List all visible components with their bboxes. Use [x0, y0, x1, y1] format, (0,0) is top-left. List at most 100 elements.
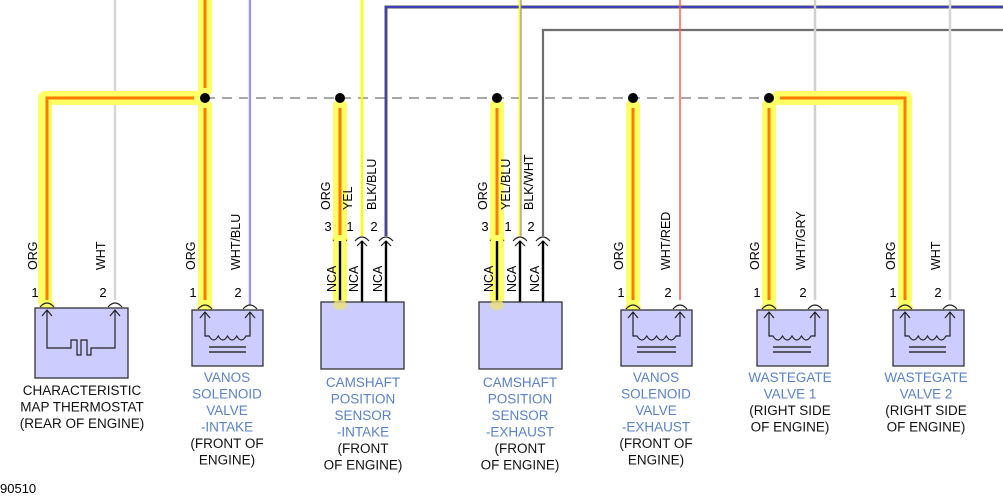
component-name: VALVE 1 [764, 387, 817, 402]
wire-color-label: WHT/RED [659, 212, 673, 270]
pin-number: 1 [889, 285, 896, 300]
splice-dot [335, 93, 345, 103]
component-name: SENSOR [334, 408, 391, 423]
component-name: VALVE [206, 403, 248, 418]
wire-color-label: ORG [612, 242, 626, 270]
connector-terminal-icon [672, 304, 688, 310]
pin-highlight [761, 303, 777, 311]
pin-number: 2 [99, 285, 106, 300]
wire-color-label: ORG [184, 242, 198, 270]
nca-label: NCA [505, 265, 519, 292]
pin-number: 1 [753, 285, 760, 300]
component-name: SOLENOID [192, 387, 262, 402]
pin-number: 2 [234, 285, 241, 300]
component-location: (REAR OF ENGINE) [20, 416, 145, 431]
pin-number: 2 [527, 219, 534, 234]
connector-terminal-icon [942, 304, 958, 310]
nca-label: NCA [325, 265, 339, 292]
org-highlighted-wires [38, 0, 912, 311]
wire-color-label: ORG [748, 242, 762, 270]
connector-terminal-icon [535, 236, 551, 242]
component-body[interactable] [478, 301, 563, 370]
splice-dot [492, 93, 502, 103]
connector-terminal-icon [378, 236, 394, 242]
component-body[interactable] [320, 301, 405, 370]
pin-highlight [625, 303, 641, 311]
pin-number: 1 [31, 285, 38, 300]
wire-color-label: ORG [476, 182, 490, 210]
component-location: (FRONT [338, 441, 389, 456]
solenoid-coil-icon [899, 311, 956, 353]
diagram-reference-number: 90510 [0, 481, 36, 496]
wire-color-label: ORG [319, 182, 333, 210]
wire-color-label: WHT [94, 241, 108, 270]
connector-terminal-icon [354, 236, 370, 242]
component-location: (RIGHT SIDE [885, 403, 967, 418]
pin-number: 2 [934, 285, 941, 300]
nca-label: NCA [482, 265, 496, 292]
connector-terminal-icon [39, 302, 55, 308]
component-name: -EXHAUST [622, 420, 690, 435]
pin-number: 1 [504, 219, 511, 234]
component-location: OF ENGINE) [324, 458, 403, 473]
wire-color-label: YEL/BLU [499, 159, 513, 210]
component-name: CAMSHAFT [326, 375, 400, 390]
connector-terminal-icon [807, 304, 823, 310]
connector-terminal-icon [625, 304, 641, 310]
component-name: CAMSHAFT [483, 375, 557, 390]
nca-label: NCA [528, 265, 542, 292]
component-body[interactable] [191, 309, 264, 367]
component-name: VANOS [633, 370, 679, 385]
nca-label: NCA [371, 265, 385, 292]
pin-number: 3 [324, 219, 331, 234]
pin-number: 1 [617, 285, 624, 300]
wire-color-label: YEL [341, 186, 355, 210]
wire-color-label: BLK/WHT [522, 154, 536, 210]
wire-color-label: WHT [929, 241, 943, 270]
component-location: OF ENGINE) [887, 420, 966, 435]
component-cmp-intake[interactable]: ORG3NCAYEL1NCABLK/BLU2NCACAMSHAFTPOSITIO… [319, 159, 405, 473]
component-location: (RIGHT SIDE [749, 403, 831, 418]
pin-highlight [897, 303, 913, 311]
connector-terminal-icon [242, 304, 258, 310]
component-location: OF ENGINE) [481, 458, 560, 473]
wire-color-label: WHT/BLU [229, 214, 243, 270]
wire-color-label: WHT/GRY [794, 211, 808, 270]
solenoid-coil-icon [763, 311, 821, 353]
pin-number: 1 [189, 285, 196, 300]
wire-color-label: BLK/BLU [365, 159, 379, 210]
pin-number: 2 [664, 285, 671, 300]
component-name: -INTAKE [201, 420, 253, 435]
component-name: -EXHAUST [486, 425, 554, 440]
component-vanos-exhaust[interactable]: ORG1WHT/RED2VANOSSOLENOIDVALVE-EXHAUST(F… [612, 212, 693, 468]
pin-highlight [197, 303, 213, 311]
upstream-wires [113, 0, 1003, 305]
component-location: ENGINE) [628, 453, 684, 468]
wire-blk-wht[interactable] [541, 28, 1003, 236]
splice-dot [200, 93, 210, 103]
component-cmp-exhaust[interactable]: ORG3NCAYEL/BLU1NCABLK/WHT2NCACAMSHAFTPOS… [476, 154, 563, 473]
component-name: POSITION [331, 392, 396, 407]
component-name: POSITION [488, 392, 553, 407]
component-name: -INTAKE [337, 425, 389, 440]
pin-number: 1 [346, 219, 353, 234]
component-body[interactable] [756, 309, 829, 367]
component-body[interactable] [620, 309, 693, 367]
wire-color-label: ORG [26, 242, 40, 270]
component-name: WASTEGATE [748, 370, 831, 385]
component-name: VALVE 2 [900, 387, 953, 402]
component-vanos-intake[interactable]: ORG1WHT/BLU2VANOSSOLENOIDVALVE-INTAKE(FR… [184, 214, 264, 468]
splice-dot [764, 93, 774, 103]
component-name: SOLENOID [621, 387, 691, 402]
component-name: VALVE [635, 403, 677, 418]
pin-highlight [39, 301, 55, 309]
pin-number: 2 [370, 219, 377, 234]
component-name: MAP THERMOSTAT [20, 400, 144, 415]
connector-terminal-icon [897, 304, 913, 310]
component-location: ENGINE) [199, 453, 255, 468]
heating-element-icon [41, 309, 121, 356]
